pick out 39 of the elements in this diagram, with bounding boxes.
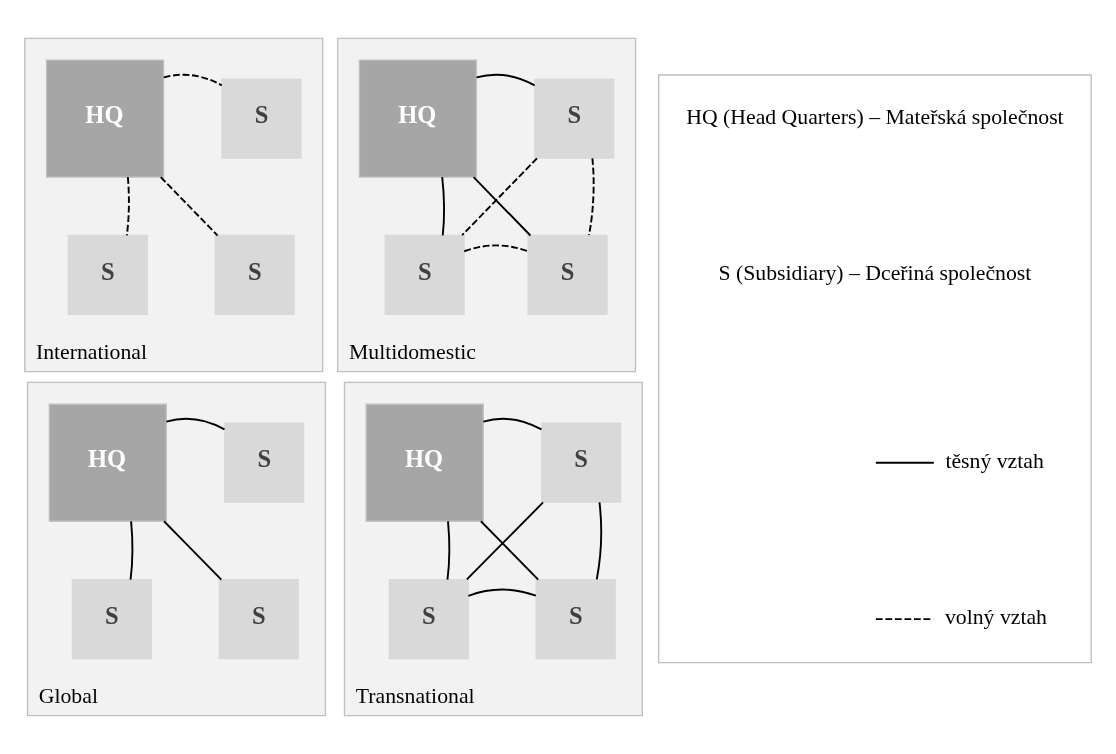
connector	[446, 520, 451, 581]
node-box: S	[221, 78, 302, 159]
node-box: S	[535, 579, 616, 660]
connector	[467, 588, 537, 597]
node-box: S	[224, 422, 305, 503]
node-box: S	[214, 234, 295, 316]
connector	[588, 157, 595, 237]
connector	[159, 176, 219, 237]
node-box: S	[534, 78, 615, 159]
node-box: HQ	[48, 403, 167, 522]
connector	[472, 176, 532, 237]
connector	[479, 520, 540, 581]
connector	[461, 157, 538, 237]
connector	[163, 520, 223, 581]
node-box: S	[527, 234, 608, 316]
node-box	[657, 74, 1092, 664]
node-box: S	[388, 579, 469, 660]
node-box: S	[71, 579, 152, 660]
connector	[595, 501, 602, 581]
legend-label: těsný vztah	[945, 448, 1044, 473]
connector	[441, 176, 445, 237]
node-box: S	[384, 234, 465, 316]
label: HQ (Head Quarters) – Mateřská společnost	[686, 104, 1064, 129]
connector	[463, 244, 529, 253]
node-box: S	[218, 579, 299, 660]
connector	[125, 176, 130, 237]
node-box: HQ	[45, 59, 165, 178]
connector	[129, 520, 134, 581]
node-box: S	[541, 422, 622, 503]
connector	[165, 417, 226, 431]
node-box: S	[67, 234, 148, 316]
connector	[465, 501, 545, 581]
node-box: HQ	[365, 403, 484, 522]
connector	[482, 417, 543, 431]
node-box: HQ	[358, 59, 478, 178]
connector	[475, 73, 536, 87]
connector	[162, 73, 223, 87]
label: S (Subsidiary) – Dceřiná společnost	[718, 261, 1032, 286]
legend-label: volný vztah	[944, 605, 1048, 630]
